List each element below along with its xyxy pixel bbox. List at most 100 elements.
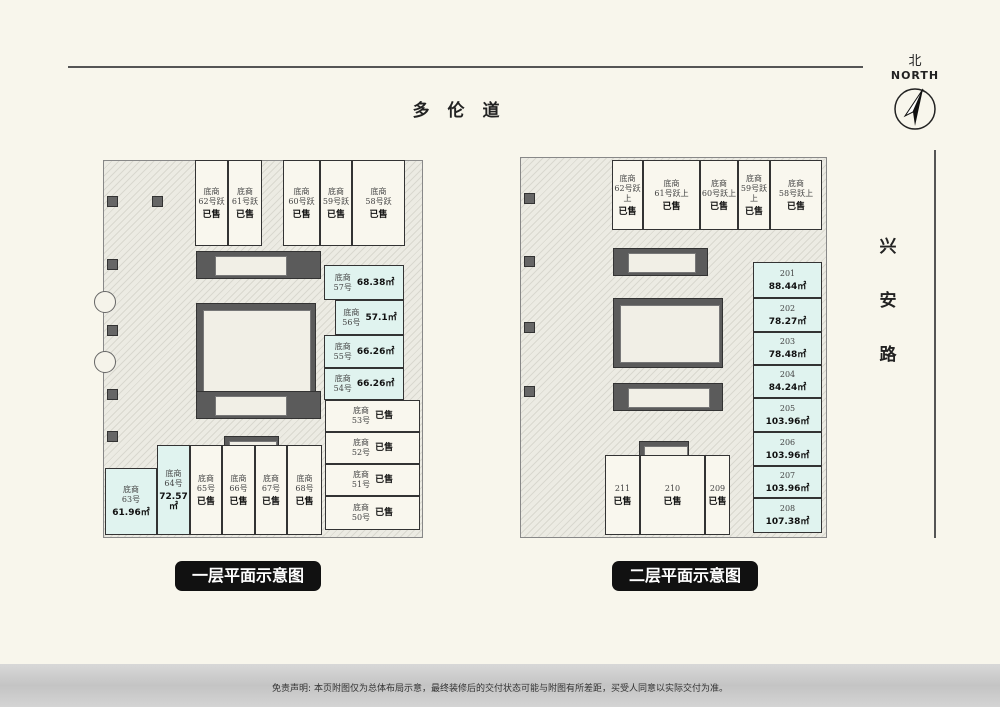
compass-label-en: NORTH [890, 69, 940, 82]
column-circle [94, 291, 116, 313]
unit-area: 78.48㎡ [768, 350, 807, 360]
sold-status: 已售 [261, 496, 280, 507]
unit-number: 203 [779, 337, 796, 346]
sold-status: 已售 [369, 209, 388, 220]
sold-status: 已售 [663, 496, 682, 507]
north-arrow-icon [894, 88, 936, 130]
unit-f2-13[interactable]: 208 107.38㎡ [753, 498, 822, 533]
unit-number: 201 [779, 268, 796, 278]
unit-f2-14[interactable]: 211 已售 [605, 455, 640, 535]
top-divider [68, 66, 863, 68]
sold-status: 已售 [613, 496, 632, 507]
elevator-core [196, 303, 316, 398]
unit-number: 209 [709, 483, 726, 493]
sold-status: 已售 [202, 209, 221, 220]
unit-number: 211 [614, 483, 631, 493]
unit-number: 205 [779, 403, 796, 413]
unit-area: 103.96㎡ [765, 483, 810, 494]
elevator-core [196, 251, 321, 279]
disclaimer-text: 免责声明: 本页附图仅为总体布局示意，最终装修后的交付状态可能与附图有所差距，买… [272, 684, 728, 694]
unit-area: 66.26㎡ [356, 346, 395, 357]
unit-f2-16[interactable]: 209 已售 [705, 455, 730, 535]
unit-area: 68.38㎡ [356, 277, 395, 288]
sold-status: 已售 [708, 496, 727, 507]
sold-status: 已售 [375, 508, 394, 518]
unit-area: 103.96㎡ [765, 416, 810, 427]
unit-area: 66.26㎡ [356, 379, 395, 389]
road-label-top: 多伦道 [412, 101, 518, 121]
unit-number: 207 [779, 470, 796, 480]
sold-status: 已售 [709, 201, 728, 212]
sold-status: 已售 [196, 496, 215, 507]
road-label-side-3: 路 [879, 345, 897, 365]
unit-number: 208 [779, 504, 796, 513]
elevator-core [196, 391, 321, 419]
road-label-side-2: 安 [879, 291, 897, 311]
column-circle [94, 351, 116, 373]
unit-area: 107.38㎡ [765, 517, 810, 527]
unit-area: 103.96㎡ [765, 450, 810, 461]
floor2-caption: 二层平面示意图 [612, 561, 758, 591]
unit-area: 84.24㎡ [768, 383, 807, 393]
sold-status: 已售 [229, 496, 248, 507]
sold-status: 已售 [662, 201, 681, 212]
sold-status: 已售 [375, 475, 394, 485]
sold-status: 已售 [235, 209, 254, 220]
unit-f2-12[interactable]: 207 103.96㎡ [753, 466, 822, 498]
unit-f2-11[interactable]: 206 103.96㎡ [753, 432, 822, 466]
unit-area: 72.57㎡ [159, 491, 188, 512]
elevator-core [613, 298, 723, 368]
sold-status: 已售 [375, 443, 394, 453]
elevator-core [613, 383, 723, 411]
unit-number: 202 [779, 303, 796, 313]
unit-number: 206 [779, 437, 796, 447]
sold-status: 已售 [292, 209, 311, 220]
unit-f2-10[interactable]: 205 103.96㎡ [753, 398, 822, 432]
sold-status: 已售 [375, 411, 394, 421]
road-label-side-1: 兴 [879, 237, 897, 257]
elevator-core [613, 248, 708, 276]
unit-f2-8[interactable]: 203 78.48㎡ [753, 332, 822, 365]
